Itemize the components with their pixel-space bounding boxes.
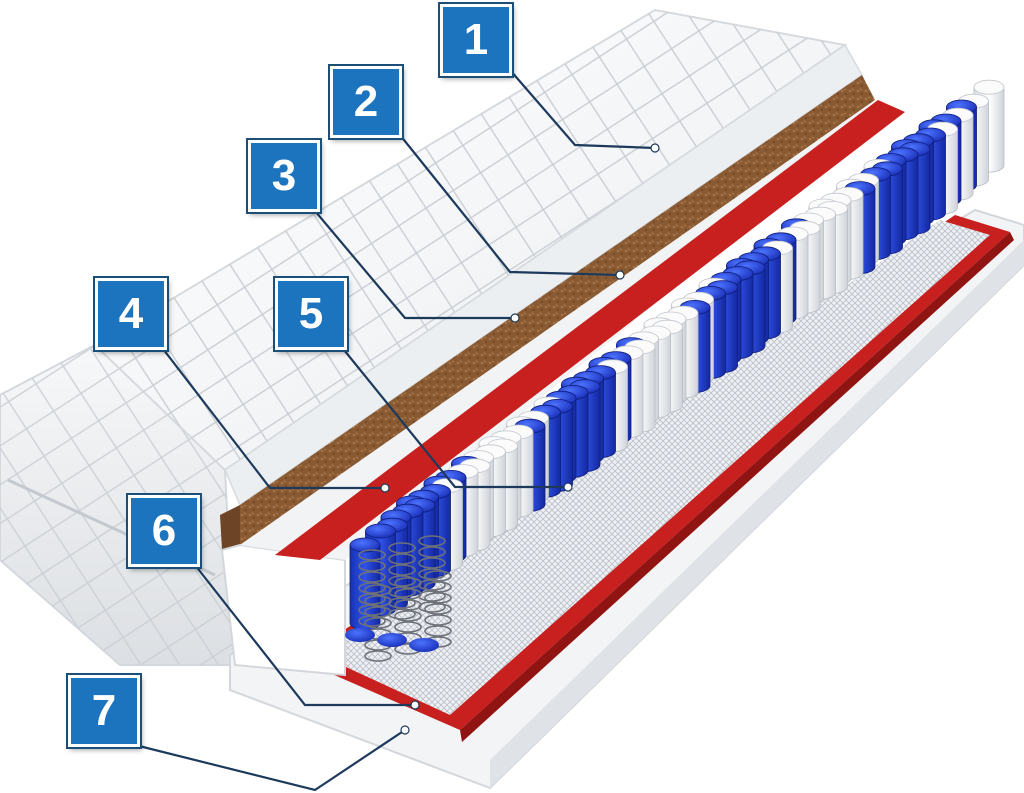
callout-badge-6: 6 bbox=[128, 495, 200, 567]
blue-pocket-base bbox=[409, 638, 439, 652]
callout-badge-7: 7 bbox=[68, 675, 140, 747]
spring-mesh bbox=[320, 220, 990, 715]
metal-coil bbox=[424, 570, 452, 648]
leader-line-1 bbox=[509, 69, 656, 150]
leader-dots bbox=[380, 143, 660, 735]
leader-line-6 bbox=[194, 564, 415, 707]
pocket-springs bbox=[349, 79, 1005, 631]
top-cover-foam bbox=[93, 8, 863, 507]
red-felt-top bbox=[275, 100, 905, 560]
leader-line-5 bbox=[339, 344, 568, 489]
leader-line-7 bbox=[134, 729, 406, 792]
blue-pocket-base bbox=[345, 628, 375, 642]
callout-badge-5: 5 bbox=[275, 278, 347, 350]
blue-pocket-base bbox=[377, 633, 407, 647]
leader-line-3 bbox=[309, 204, 515, 320]
callout-badge-4: 4 bbox=[95, 278, 167, 350]
callout-badge-3: 3 bbox=[248, 140, 320, 212]
leader-line-2 bbox=[399, 134, 621, 277]
coconut-layer bbox=[220, 75, 875, 550]
leader-line-4 bbox=[159, 344, 385, 490]
callout-badge-2: 2 bbox=[330, 66, 402, 138]
metal-coil bbox=[394, 577, 422, 655]
mattress-end-block bbox=[0, 343, 237, 666]
callout-badge-1: 1 bbox=[440, 4, 512, 76]
blue-pocket-spring bbox=[349, 537, 381, 631]
leader-lines bbox=[134, 69, 656, 792]
exposed-coils bbox=[345, 535, 452, 662]
